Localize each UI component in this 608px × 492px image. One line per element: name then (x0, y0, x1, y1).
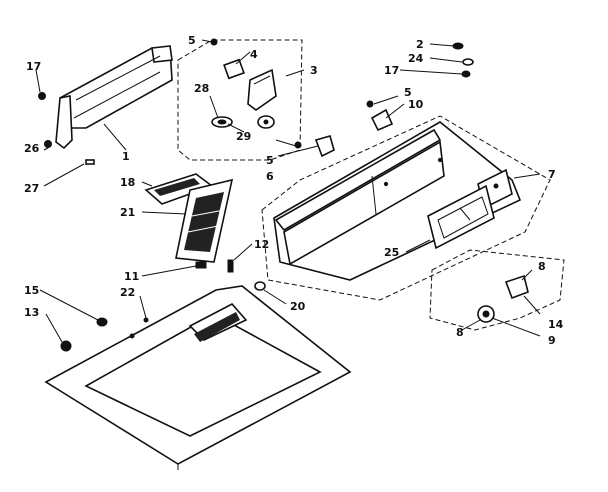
knob-part-29 (257, 115, 275, 129)
callout-labels: 17 26 27 1 5 4 3 28 29 5 6 2 24 17 5 10 … (24, 34, 564, 347)
callout-5-mid: 5 (266, 154, 274, 167)
callout-11: 11 (124, 270, 139, 283)
callout-17-right: 17 (384, 64, 399, 77)
screw-15 (96, 317, 108, 327)
bracket-part-4 (223, 58, 245, 80)
callout-17-left: 17 (26, 60, 41, 73)
callout-24: 24 (408, 52, 424, 65)
callout-2: 2 (416, 38, 424, 51)
callout-26: 26 (24, 142, 40, 155)
clip-27 (85, 159, 95, 165)
callout-29: 29 (236, 130, 251, 143)
callout-3: 3 (310, 64, 318, 77)
callout-8-upper: 8 (538, 260, 546, 273)
callout-12: 12 (254, 238, 269, 251)
assembly-group-outline-3 (177, 39, 303, 161)
screw-5-mid (294, 141, 302, 149)
callout-7: 7 (548, 168, 556, 181)
callout-5-right: 5 (404, 86, 412, 99)
callout-6: 6 (266, 170, 274, 183)
clip-11 (195, 261, 207, 269)
leader-lines (35, 39, 541, 343)
fastener-2 (452, 42, 464, 50)
panel-insert-part-25 (427, 184, 495, 250)
switch-part-10 (370, 108, 394, 132)
callout-21: 21 (120, 206, 135, 219)
callout-28: 28 (194, 82, 209, 95)
rear-panel-part (55, 45, 173, 150)
terminal-block-part (247, 68, 277, 111)
callout-15: 15 (24, 284, 39, 297)
fastener-24 (462, 58, 474, 66)
callout-14: 14 (548, 318, 564, 331)
screw-5-right (366, 100, 374, 108)
screw-17-left (38, 92, 46, 100)
assembly-group-outline-console (261, 115, 551, 301)
knob-part-28 (211, 116, 233, 128)
callout-5-top: 5 (188, 34, 196, 47)
screw-26 (44, 140, 52, 148)
part-8-upper (504, 274, 529, 300)
pad-13 (60, 340, 72, 352)
connector-part-6 (314, 135, 335, 158)
screw-12 (227, 259, 234, 273)
callout-18: 18 (120, 176, 135, 189)
callout-22: 22 (120, 286, 135, 299)
part-8-lower (477, 305, 495, 323)
callout-10: 10 (408, 98, 424, 111)
callout-13: 13 (24, 306, 39, 319)
control-console-part-7 (273, 121, 522, 281)
callout-8-lower: 8 (456, 326, 464, 339)
callout-25: 25 (384, 246, 399, 259)
callout-4: 4 (250, 48, 258, 61)
callout-9: 9 (548, 334, 556, 347)
lint-filter-part-21 (175, 178, 234, 263)
callout-27: 27 (24, 182, 39, 195)
top-cover-part-22 (44, 285, 352, 470)
assembly-group-outline-lower (429, 249, 565, 331)
callout-1: 1 (122, 150, 130, 163)
callout-20: 20 (290, 300, 306, 313)
grommet-20 (254, 281, 266, 291)
fastener-17-right (461, 70, 471, 78)
